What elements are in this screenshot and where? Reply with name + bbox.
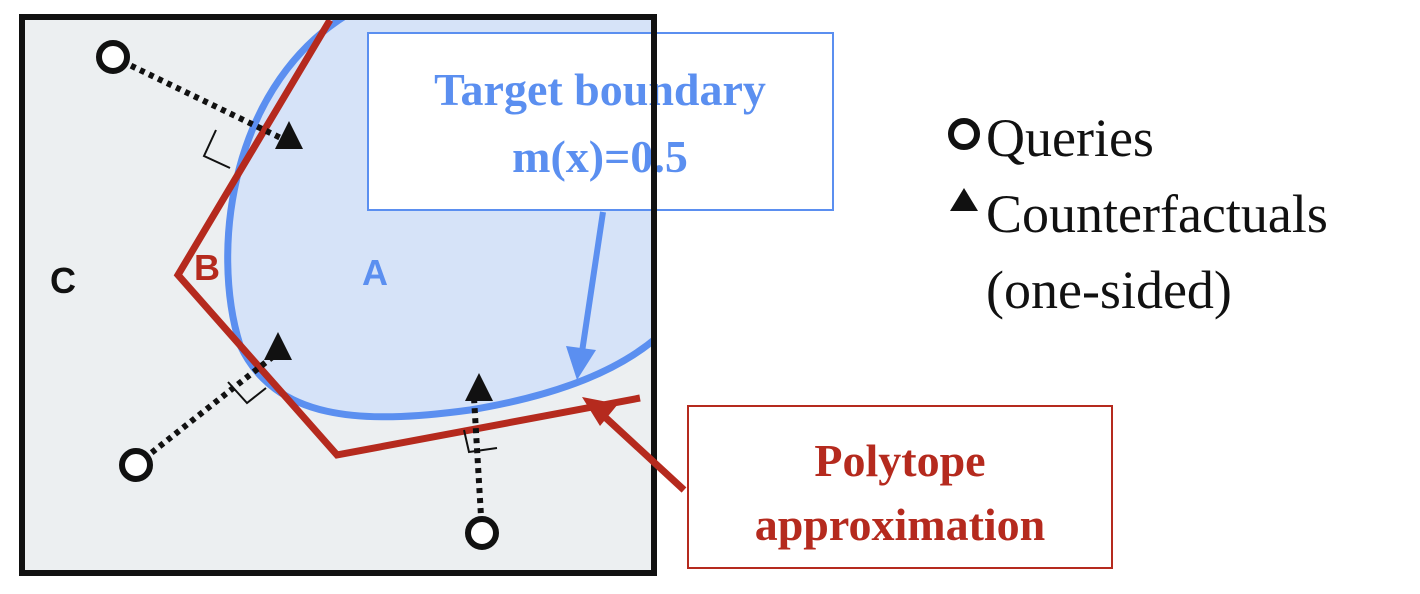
panel-border bbox=[19, 14, 657, 576]
polytope-box bbox=[687, 405, 1113, 569]
target-boundary-equation: m(x)=0.5 bbox=[512, 131, 688, 182]
polytope-approximation-line bbox=[173, 18, 641, 459]
polytope-subtitle: approximation bbox=[755, 499, 1046, 550]
query-connector-3 bbox=[471, 397, 485, 534]
legend-counterfactual-icon bbox=[950, 188, 978, 211]
polytope-title: Polytope bbox=[814, 435, 985, 486]
query-circle-3 bbox=[465, 516, 499, 550]
right-angle-mark-1 bbox=[202, 129, 231, 169]
query-circle-2 bbox=[119, 448, 153, 482]
right-angle-mark-3 bbox=[463, 429, 498, 454]
region-label-c: C bbox=[50, 260, 76, 301]
counterfactual-triangle-3 bbox=[465, 373, 493, 401]
target-arrow-head bbox=[566, 346, 596, 380]
target-boundary-title: Target boundary bbox=[434, 64, 766, 115]
legend-counterfactuals-label: Counterfactuals bbox=[986, 184, 1328, 244]
query-circle-1 bbox=[96, 40, 130, 74]
polytope-arrow-head bbox=[582, 397, 618, 426]
target-boundary-box bbox=[367, 32, 834, 211]
counterfactual-triangle-1 bbox=[275, 121, 303, 149]
counterfactual-triangle-2 bbox=[264, 332, 292, 360]
legend-query-icon bbox=[948, 118, 980, 150]
legend-counterfactuals-note: (one-sided) bbox=[986, 260, 1232, 320]
legend-queries-label: Queries bbox=[986, 108, 1154, 168]
polytope-arrow-shaft bbox=[603, 415, 687, 493]
region-label-b: B bbox=[194, 247, 220, 288]
query-connector-1 bbox=[111, 54, 287, 143]
region-label-a: A bbox=[362, 252, 388, 293]
right-angle-mark-2 bbox=[227, 381, 267, 405]
target-arrow-shaft bbox=[579, 211, 606, 353]
